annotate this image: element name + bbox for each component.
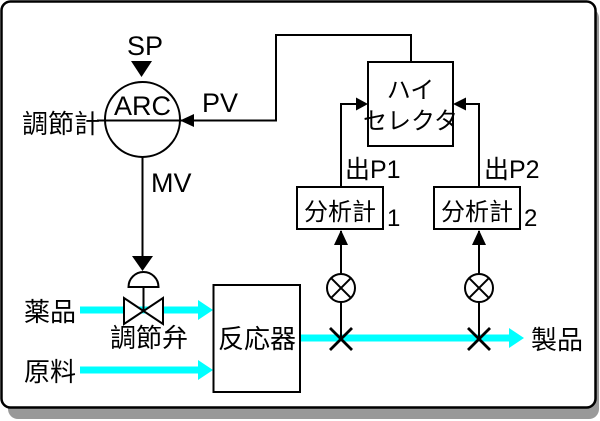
sp-arrowhead-icon <box>131 61 152 77</box>
analyzer-2-label: 分析計 <box>441 199 513 226</box>
sample-point-2-x-icon <box>467 327 491 351</box>
output-p2-label: 出P2 <box>484 156 540 184</box>
feed-stream-label: 原料 <box>24 357 76 387</box>
sp-label: SP <box>127 31 163 61</box>
reactor-label: 反応器 <box>218 324 296 354</box>
high-selector-label-line1: ハイ <box>387 77 435 104</box>
analyzer-2-to-selector-wire <box>466 103 480 187</box>
valve-actuator-dome-icon <box>127 271 160 288</box>
wire-arrowheads <box>131 61 486 271</box>
controller-label: 調節計 <box>22 109 100 139</box>
pv-label: PV <box>202 88 238 118</box>
high-selector-label-line2: セレクタ <box>363 108 458 135</box>
pv-signal-wire <box>183 34 412 122</box>
output-p1-label: 出P1 <box>345 156 401 184</box>
crossed-circle-1-cross <box>330 277 352 299</box>
feed-flow-arrowhead-icon <box>198 360 213 380</box>
product-flow-arrowhead-icon <box>509 328 524 348</box>
analyzer-1-to-selector-wire <box>340 103 356 187</box>
valve-body-left-icon <box>123 296 146 326</box>
analyzer-2-box <box>433 186 521 230</box>
controller-tag: ARC <box>114 91 171 121</box>
selector-input-1-arrowhead-icon <box>356 97 368 111</box>
signal-wires <box>141 34 480 338</box>
valve-label: 調節弁 <box>110 323 188 353</box>
product-stream-label: 製品 <box>531 325 583 355</box>
sample-2-arrowhead-icon <box>472 230 486 245</box>
chemical-flow-arrowhead-icon <box>198 300 213 320</box>
valve-body-right-icon <box>141 296 164 326</box>
analyzer-1-box <box>296 186 384 230</box>
mv-arrowhead-icon <box>132 256 153 271</box>
analyzer-1-number: 1 <box>387 205 400 232</box>
selector-input-2-arrowhead-icon <box>453 97 466 111</box>
reactor-box <box>212 284 301 393</box>
sample-symbols <box>326 273 494 303</box>
mv-label: MV <box>151 168 192 198</box>
high-selector-box <box>367 61 454 147</box>
control-valve <box>123 271 164 326</box>
chemical-stream-label: 薬品 <box>24 297 76 327</box>
analyzer-2-number: 2 <box>524 205 537 232</box>
sample-1-arrowhead-icon <box>334 230 348 245</box>
sample-point-1-x-icon <box>329 327 353 351</box>
crossed-circle-2-cross <box>468 277 490 299</box>
analyzer-1-label: 分析計 <box>304 199 376 226</box>
